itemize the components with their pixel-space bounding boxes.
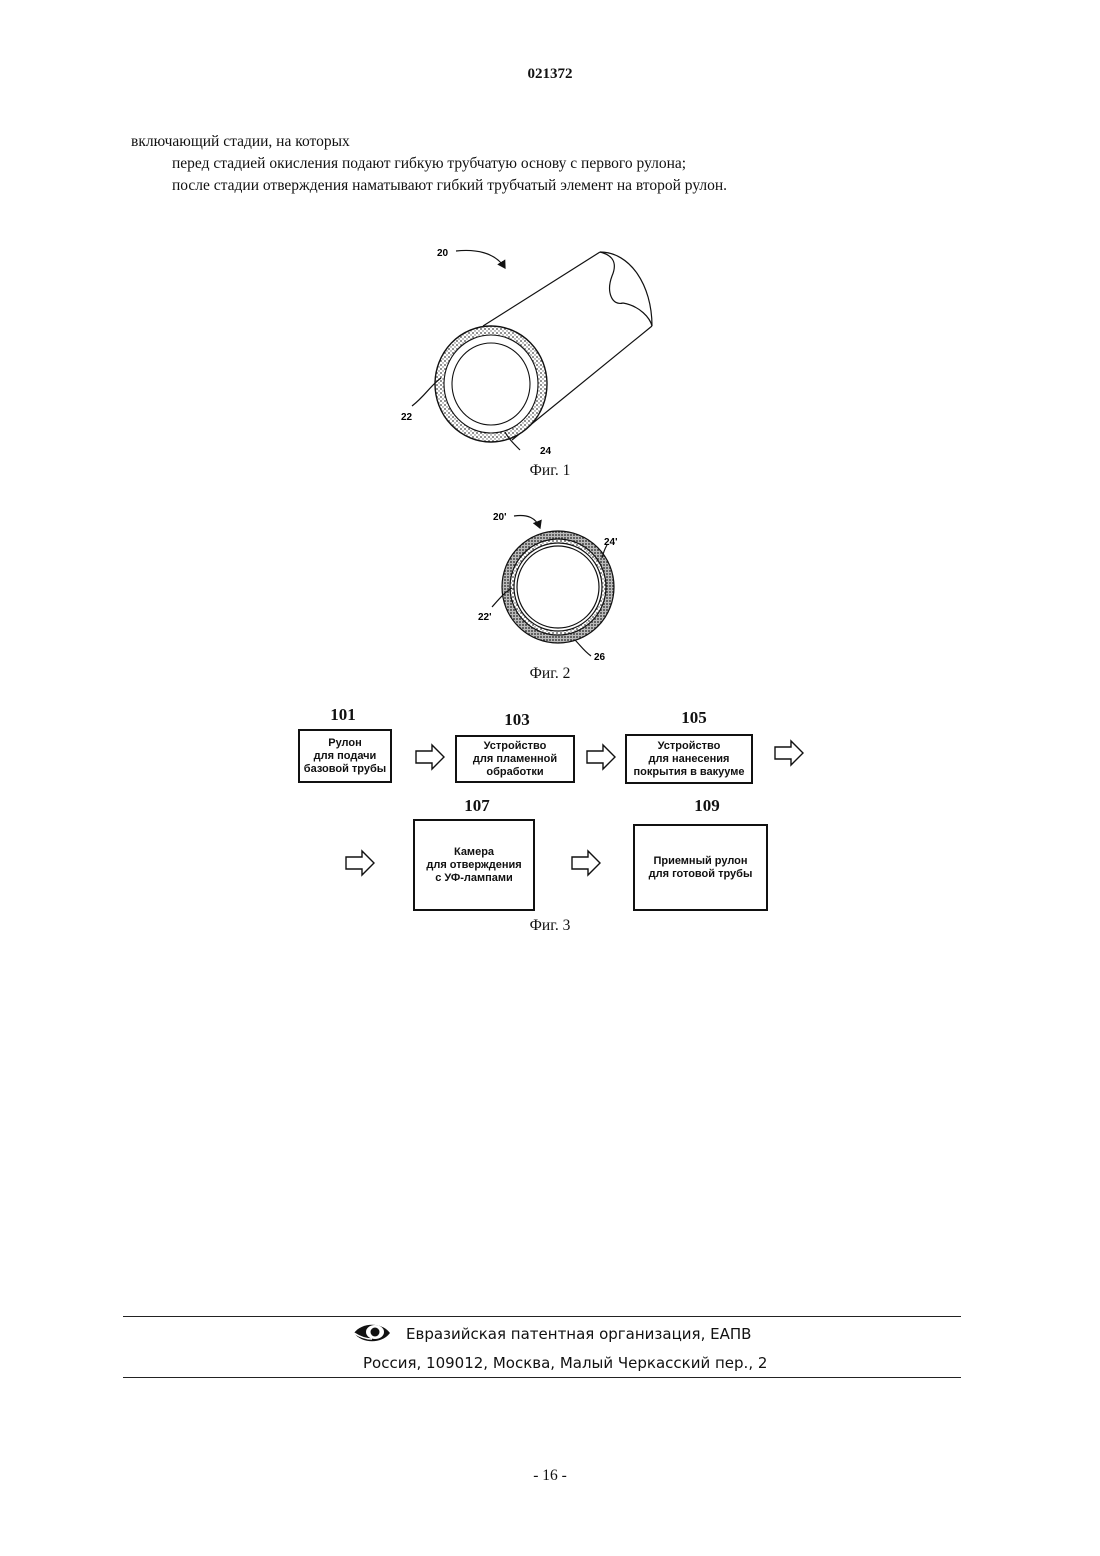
figure-1-tube (412, 250, 652, 450)
figure-1-caption: Фиг. 1 (490, 462, 610, 480)
step-number-109: 109 (667, 796, 747, 816)
flow-arrow-3 (775, 741, 803, 765)
page-number: - 16 - (0, 1467, 1100, 1485)
figure-2-cross-section (492, 516, 614, 657)
step-box-uv-curing-chamber: Камера для отверждения с УФ-лампами (413, 819, 535, 911)
fig2-ref-inner: 22' (478, 612, 492, 623)
fig2-ref-tube: 20' (493, 512, 507, 523)
step-number-103: 103 (477, 710, 557, 730)
flow-arrow-1 (416, 745, 444, 769)
step-number-105: 105 (654, 708, 734, 728)
flow-arrow-5 (572, 851, 600, 875)
figures-drawing: 20 22 24 20' 24' 22' 26 (0, 0, 1100, 1000)
fig2-ref-outer: 24' (604, 537, 618, 548)
footer-bottom-rule (123, 1377, 961, 1378)
fig1-ref-inner: 22 (401, 412, 413, 423)
flow-arrow-4 (346, 851, 374, 875)
step-number-101: 101 (303, 705, 383, 725)
flow-arrow-2 (587, 745, 615, 769)
step-box-take-up-roll: Приемный рулон для готовой трубы (633, 824, 768, 911)
step-number-107: 107 (437, 796, 517, 816)
step-box-feed-roll: Рулон для подачи базовой трубы (298, 729, 392, 783)
fig1-ref-tube: 20 (437, 248, 449, 259)
figure-3-caption: Фиг. 3 (490, 917, 610, 935)
figure-2-caption: Фиг. 2 (490, 665, 610, 683)
footer-top-rule (123, 1316, 961, 1317)
fig1-ref-outer: 24 (540, 446, 552, 457)
eapo-eye-logo-icon (352, 1320, 392, 1351)
step-box-vacuum-coating: Устройство для нанесения покрытия в ваку… (625, 734, 753, 784)
footer-address: Россия, 109012, Москва, Малый Черкасский… (363, 1354, 767, 1372)
footer-organization: Евразийская патентная организация, ЕАПВ (406, 1325, 751, 1343)
fig2-ref-layer: 26 (594, 652, 606, 663)
step-box-flame-treatment: Устройство для пламенной обработки (455, 735, 575, 783)
